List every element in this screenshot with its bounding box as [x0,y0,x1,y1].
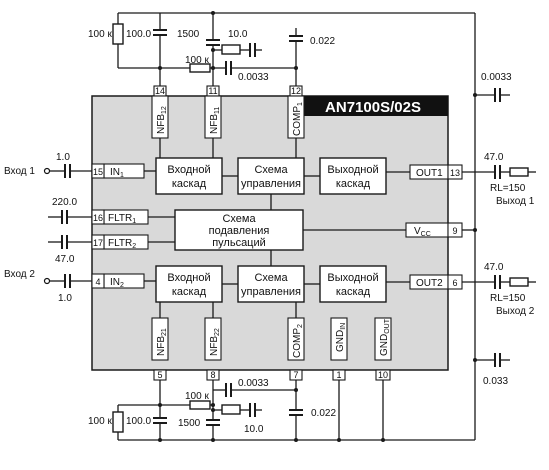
pin-1-label: GNDIN [335,323,347,352]
svg-text:Выходной: Выходной [327,164,378,176]
bottom-cap-022-label: 0.022 [311,408,336,419]
pin-11-label: NFB11 [209,107,221,134]
svg-text:Выходной: Выходной [327,272,378,284]
load-2-label: RL=150 [490,293,526,304]
svg-text:17: 17 [93,238,103,248]
svg-text:1: 1 [336,370,341,380]
svg-text:Входной: Входной [167,164,210,176]
out1-cap-label: 47.0 [484,152,504,163]
svg-text:подавления: подавления [209,225,270,237]
top-resistor-nfb-label: 100 к [88,29,112,40]
load-1-label: RL=150 [490,183,526,194]
pin-4-label: IN2 [110,277,124,289]
out1-bypass-label: 0.0033 [481,72,512,83]
svg-text:Схема: Схема [254,164,288,176]
in2-cap-label: 1.0 [58,293,72,304]
pin-5-label: NFB21 [156,328,168,356]
svg-text:4: 4 [95,277,100,287]
svg-text:пульсаций: пульсаций [212,237,266,249]
pin-16-label: FLTR1 [108,213,136,225]
pin-10-label: GNDOUT [379,318,391,356]
bottom-bypass-label: 0.033 [483,376,508,387]
svg-text:управления: управления [241,286,301,298]
svg-text:каскад: каскад [336,178,371,190]
in1-cap-label: 1.0 [56,152,70,163]
top-cap-10-label: 10.0 [228,29,248,40]
bottom-cap-1500-label: 1500 [178,418,201,429]
svg-text:управления: управления [241,178,301,190]
pin-14-number: 14 [155,86,165,96]
pin-12-number: 12 [291,86,301,96]
ripple-suppression [174,209,304,251]
svg-text:5: 5 [157,370,162,380]
bottom-resistor-100k-label: 100 к [185,391,209,402]
output-1-label: Выход 1 [496,196,535,207]
top-cap-0033-label: 0.0033 [238,72,269,83]
bottom-cap-nfb-label: 100.0 [126,416,151,427]
bottom-cap-10-label: 10.0 [244,424,264,435]
svg-text:9: 9 [452,226,457,236]
control-circuit-2 [237,265,305,303]
pin-12-label: COMP1 [292,102,304,136]
input-stage-1 [155,157,223,195]
svg-text:13: 13 [450,168,460,178]
bottom-resistor-nfb-label: 100 к [88,416,112,427]
top-resistor-nfb [112,23,124,45]
svg-text:Входной: Входной [167,272,210,284]
chip-name: AN7100S/02S [325,99,421,116]
fltr2-cap-label: 47.0 [55,254,75,265]
chip-name-plate [298,96,448,116]
pin-14-label: NFB12 [156,106,168,134]
pin-6-label: OUT2 [416,278,443,289]
pin-17-label: FLTR2 [108,238,136,250]
svg-text:каскад: каскад [172,178,207,190]
input-stage-2 [155,265,223,303]
top-cap-1500-label: 1500 [177,29,200,40]
pin-13-label: OUT1 [416,168,443,179]
svg-text:6: 6 [452,278,457,288]
pin-9-label: VCC [414,226,431,238]
input-2-label: Вход 2 [4,269,35,280]
pin-11-number: 11 [208,86,217,96]
top-resistor-100k-label: 100 к [185,55,209,66]
svg-text:7: 7 [293,370,298,380]
top-cap-nfb-label: 100.0 [126,29,151,40]
svg-text:каскад: каскад [336,286,371,298]
svg-text:Схема: Схема [254,272,288,284]
svg-text:10: 10 [378,370,388,380]
pin-8-label: NFB22 [209,328,221,356]
svg-text:Схема: Схема [222,213,256,225]
svg-text:8: 8 [210,370,215,380]
pin-7-label: COMP2 [292,324,304,358]
top-cap-022-label: 0.022 [310,36,335,47]
input-1-label: Вход 1 [4,166,35,177]
output-2-label: Выход 2 [496,306,535,317]
fltr1-cap-label: 220.0 [52,197,77,208]
svg-text:16: 16 [93,213,103,223]
pin-15-label: IN1 [110,167,124,179]
svg-text:каскад: каскад [172,286,207,298]
bottom-resistor-nfb [112,411,124,433]
svg-text:15: 15 [93,167,103,177]
bottom-cap-0033-label: 0.0033 [238,378,269,389]
out2-cap-label: 47.0 [484,262,504,273]
